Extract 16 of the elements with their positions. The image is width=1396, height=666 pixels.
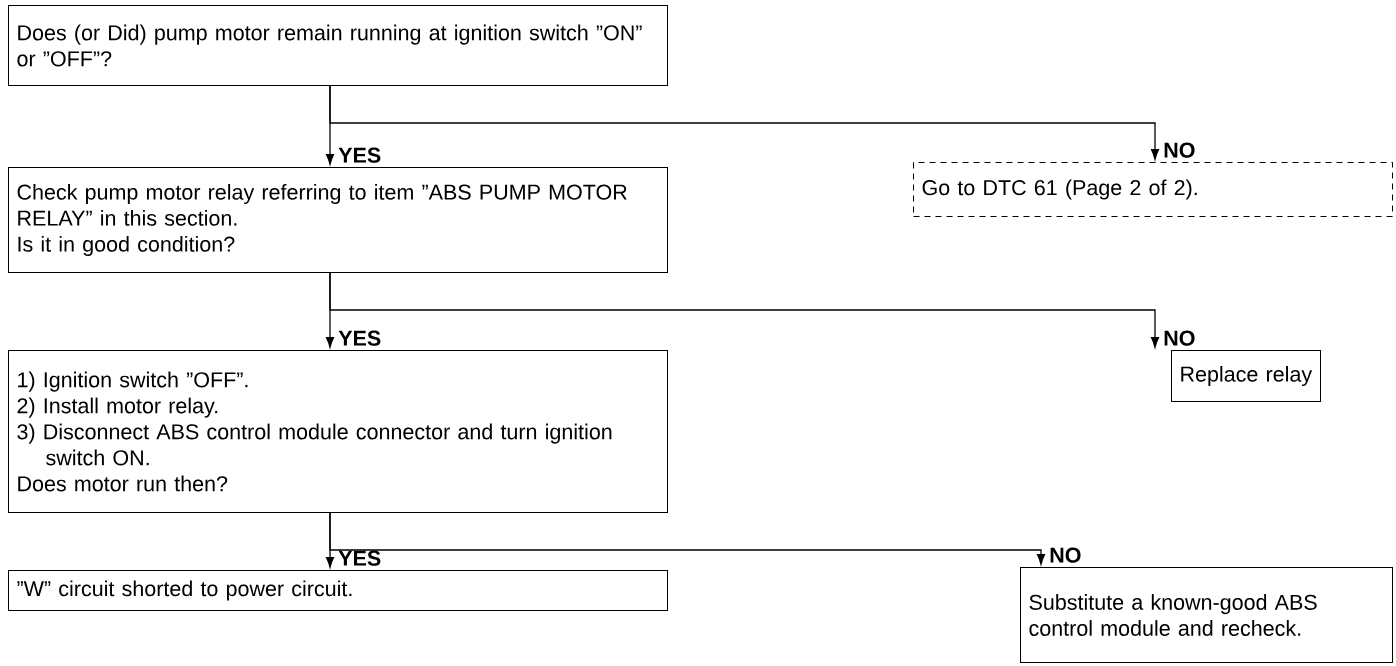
edge-label: YES bbox=[338, 147, 381, 163]
arrow bbox=[329, 85, 1160, 160]
process-box: Check pump motor relay referring to item ”ABS PUMP MOTOR RELAY” in this section. Is it in good condition? bbox=[8, 167, 668, 273]
edge-label: YES bbox=[338, 330, 381, 346]
process-box: ”W” circuit shorted to power circuit. bbox=[8, 570, 668, 611]
process-box: Replace relay bbox=[1171, 350, 1321, 402]
edge-label: YES bbox=[338, 550, 381, 566]
dashed-process-box: Go to DTC 61 (Page 2 of 2). bbox=[913, 162, 1393, 217]
edge-label: NO bbox=[1164, 330, 1195, 346]
process-box: Does (or Did) pump motor remain running at ignition switch ”ON” or ”OFF”? bbox=[8, 5, 668, 86]
process-box: 1) Ignition switch ”OFF”. 2) Install motor relay. 3) Disconnect ABS control module connector and turn ignition switch ON. Does motor run then? bbox=[8, 350, 668, 513]
edge-label: NO bbox=[1164, 142, 1195, 158]
process-box: Substitute a known-good ABS control module and recheck. bbox=[1020, 567, 1393, 663]
arrow bbox=[329, 272, 1160, 348]
edge-label: NO bbox=[1050, 547, 1081, 563]
arrow bbox=[329, 512, 1046, 565]
